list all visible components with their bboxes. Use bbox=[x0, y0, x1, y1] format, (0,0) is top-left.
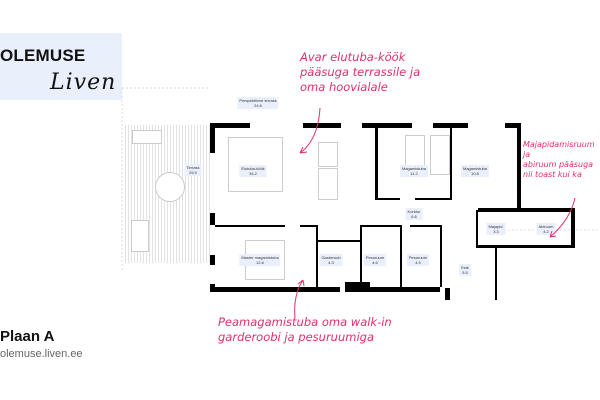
kitchen-island bbox=[318, 142, 338, 167]
outdoor-table bbox=[155, 172, 185, 202]
sun-lounger bbox=[131, 220, 149, 252]
liven-logo: Liven bbox=[50, 70, 117, 95]
brand-name: OLEMUSE bbox=[0, 46, 86, 65]
website-link[interactable]: olemuse.liven.ee bbox=[0, 348, 83, 360]
room-label-utility: Majapid.3.3 bbox=[486, 223, 506, 235]
plan-title: Plaan A bbox=[0, 328, 55, 345]
bedroom-bed bbox=[430, 135, 450, 175]
logo-background bbox=[0, 33, 122, 100]
dining-table bbox=[318, 168, 338, 200]
sofa-area bbox=[228, 137, 283, 192]
outdoor-sofa bbox=[132, 130, 162, 144]
